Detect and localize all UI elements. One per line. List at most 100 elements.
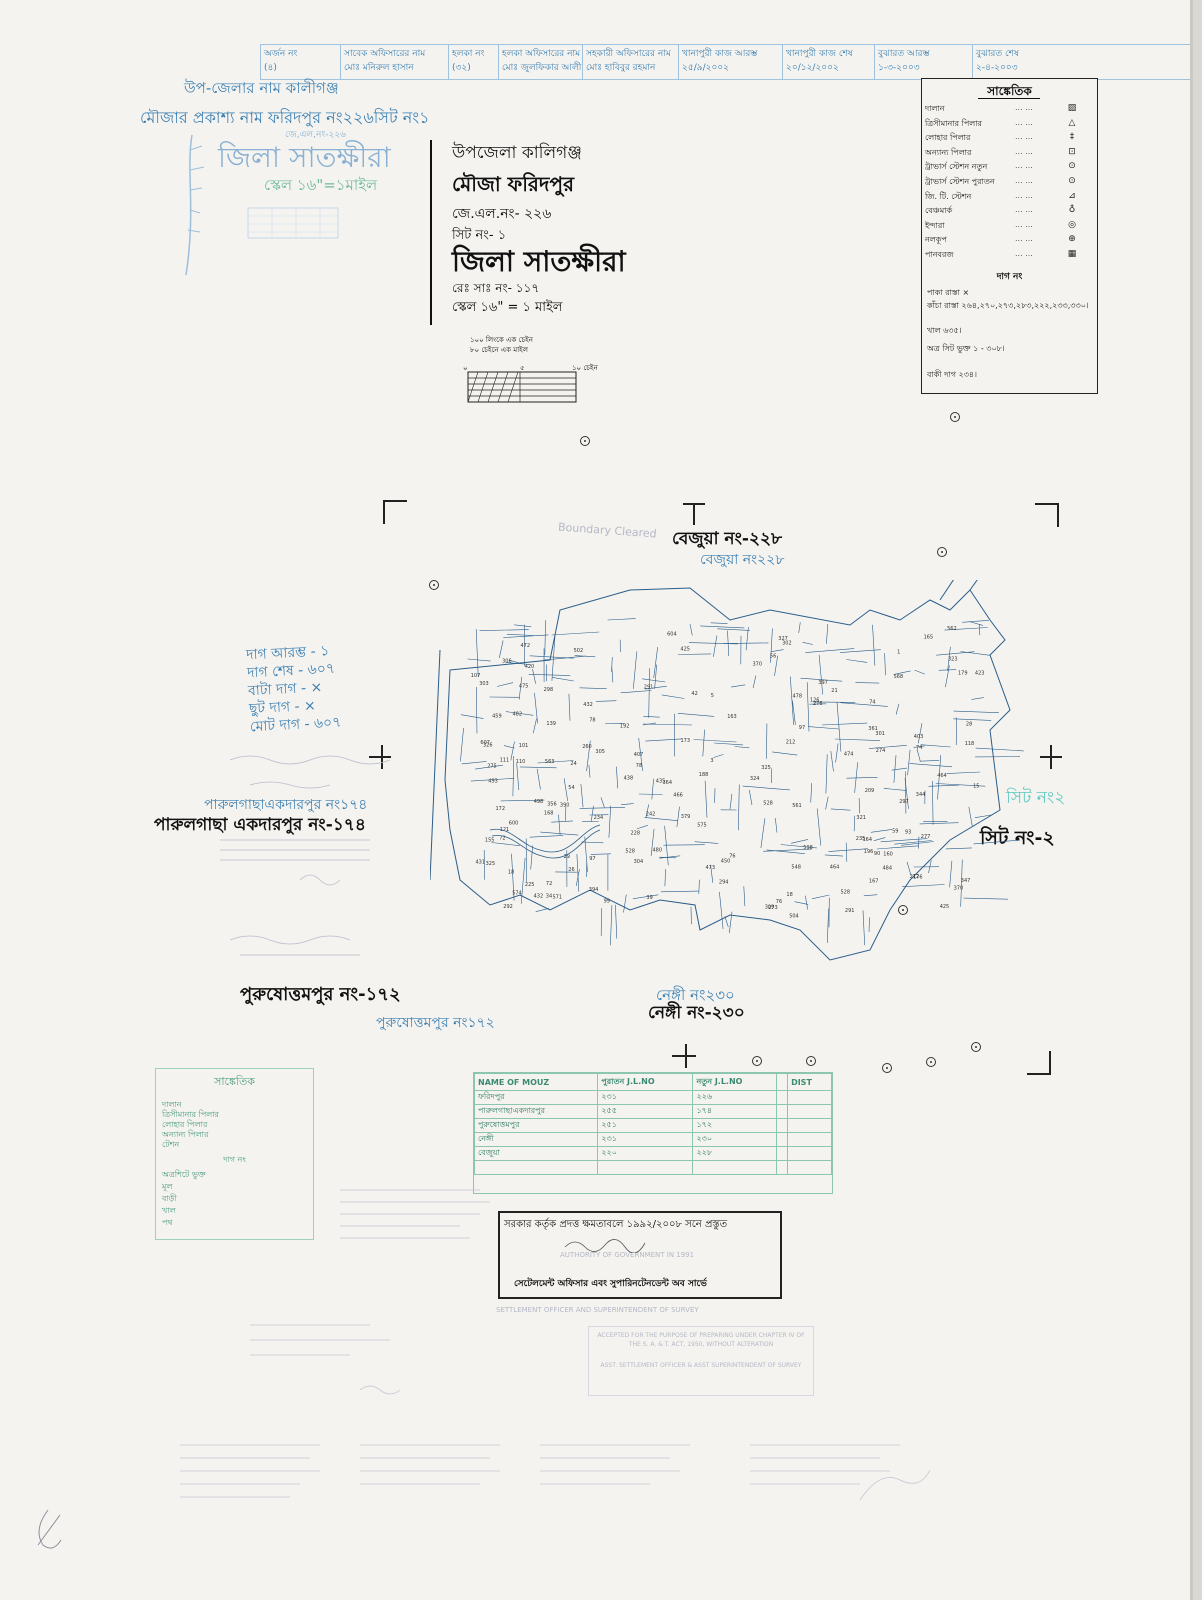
parcel-boundary [824,854,844,857]
legend-row-dots: ... ... [1015,161,1033,171]
title-rule [430,140,432,325]
parcel-number: 431 [476,859,486,865]
table-cell: ২৫১ [597,1118,694,1133]
parcel-boundary [532,668,536,684]
accepted-stamp-text: ACCEPTED FOR THE PURPOSE OF PREPARING UN… [597,1332,805,1348]
parcel-boundary [862,910,865,946]
parcel-number: 425 [940,904,950,910]
parcel-boundary [584,836,588,873]
table-cell: ২৫৫ [597,1104,694,1119]
parcel-boundary [717,628,750,631]
parcel-boundary [873,837,886,841]
table-cell [776,1118,789,1133]
parcel-boundary [876,845,919,850]
parcel-boundary [828,848,868,852]
table-cell [787,1132,832,1147]
accepted-stamp-footer: ASST. SETTLEMENT OFFICER & ASST SUPERINT… [600,1362,802,1369]
legend-row-label: লোহার পিলার [925,133,971,143]
parcel-boundary [855,682,880,684]
legend-paka-rasta: পাকা রাস্তা × [927,288,970,297]
parcel-boundary [928,860,932,874]
parcel-boundary [653,647,658,678]
parcel-boundary [648,668,650,718]
parcel-number: 297 [899,799,909,805]
parcel-boundary [710,622,728,624]
table-cell [776,1132,789,1147]
parcel-boundary [963,897,1009,900]
parcel-boundary [810,783,812,803]
parcel-number: 173 [681,738,691,744]
parcel-boundary [812,701,856,703]
table-cell [597,1160,694,1175]
parcel-boundary [944,627,988,631]
title-block: উপজেলা কালিগঞ্জ মৌজা ফরিদপুর জে.এল.নং- ২… [430,140,690,325]
parcel-number: 407 [634,752,644,758]
parcel-number: 607 [480,740,490,746]
table-cell [776,1104,789,1119]
parcel-number: 438 [624,776,634,782]
parcel-number: 344 [916,792,926,798]
parcel-number: 3 [710,758,713,764]
legend-title: সাঙ্কেতিক [987,84,1032,98]
legend-row: জি. টি. স্টেশন... ...⊿ [925,191,1093,205]
parcel-number: 165 [924,635,934,641]
parcel-boundary [514,624,532,628]
parcel-number: 188 [699,772,709,778]
parcel-boundary [586,861,588,877]
parcel-boundary [558,814,561,836]
parcel-boundary [760,818,766,848]
parcel-boundary [506,634,534,636]
legend-row-dots: ... ... [1015,234,1033,244]
legend-row: ত্রিসীমানার পিলার... ...△ [925,118,1093,132]
parcel-boundary [516,763,520,791]
parcel-boundary [918,723,923,744]
parcel-boundary [677,653,712,655]
legend-symbol-icon: ⊡ [1068,146,1076,157]
traverse-station-pin [882,1063,892,1073]
parcel-boundary [825,754,828,794]
parcel-boundary [938,669,957,671]
parcel-boundary [792,700,796,725]
parcel-boundary [595,700,617,702]
parcel-number: 301 [875,731,885,737]
header-cell: হলকা নং(৩২) [448,45,498,79]
parcel-number: 5 [711,693,714,699]
parcel-boundary [904,778,909,809]
parcel-number: 234 [594,815,604,821]
legend-row-dots: ... ... [1015,176,1033,185]
west-mouza-label: পারুলগাছা একদারপুর নং-১৭৪ [154,815,366,835]
parcel-boundary [947,646,951,671]
parcel-number: 472 [521,643,531,649]
parcel-boundary [535,908,550,912]
cadastral-map: 7227342316736454971394321535649372561390… [430,580,1024,961]
legend-row: ইন্দারা... ...◎ [925,220,1093,234]
parcel-boundary [460,714,484,719]
parcel-number: 327 [778,636,788,642]
parcel-boundary [763,848,812,852]
parcel-boundary [700,625,745,629]
green-legend-row: অন্যান্য পিলার [162,1130,209,1139]
upazila-label: উপজেলা কালিগঞ্জ [452,143,582,163]
parcel-boundary [791,839,809,844]
parcel-number: 121 [500,827,510,833]
parcel-boundary [811,894,830,900]
chain-note-2: ৮০ চেইনে এক মাইল [470,346,529,354]
parcel-number: 364 [663,780,673,786]
header-cell-top: হলকা অফিসারের নাম [502,49,581,59]
green-legend-sub-row: বাড়ী [162,1194,177,1203]
parcel-boundary [962,620,989,623]
parcel-boundary [821,722,868,726]
legend-row-label: পানবরজ [925,250,954,259]
parcel-boundary [727,630,730,657]
parcel-boundary [729,793,733,810]
parcel-number: 93 [905,829,911,835]
parcel-boundary [664,869,666,887]
legend-row: বেঞ্চমার্ক... ...♁ [925,205,1093,219]
traverse-station-pin [950,412,960,422]
parcel-number: 305 [595,749,605,755]
parcel-boundary [909,763,953,768]
